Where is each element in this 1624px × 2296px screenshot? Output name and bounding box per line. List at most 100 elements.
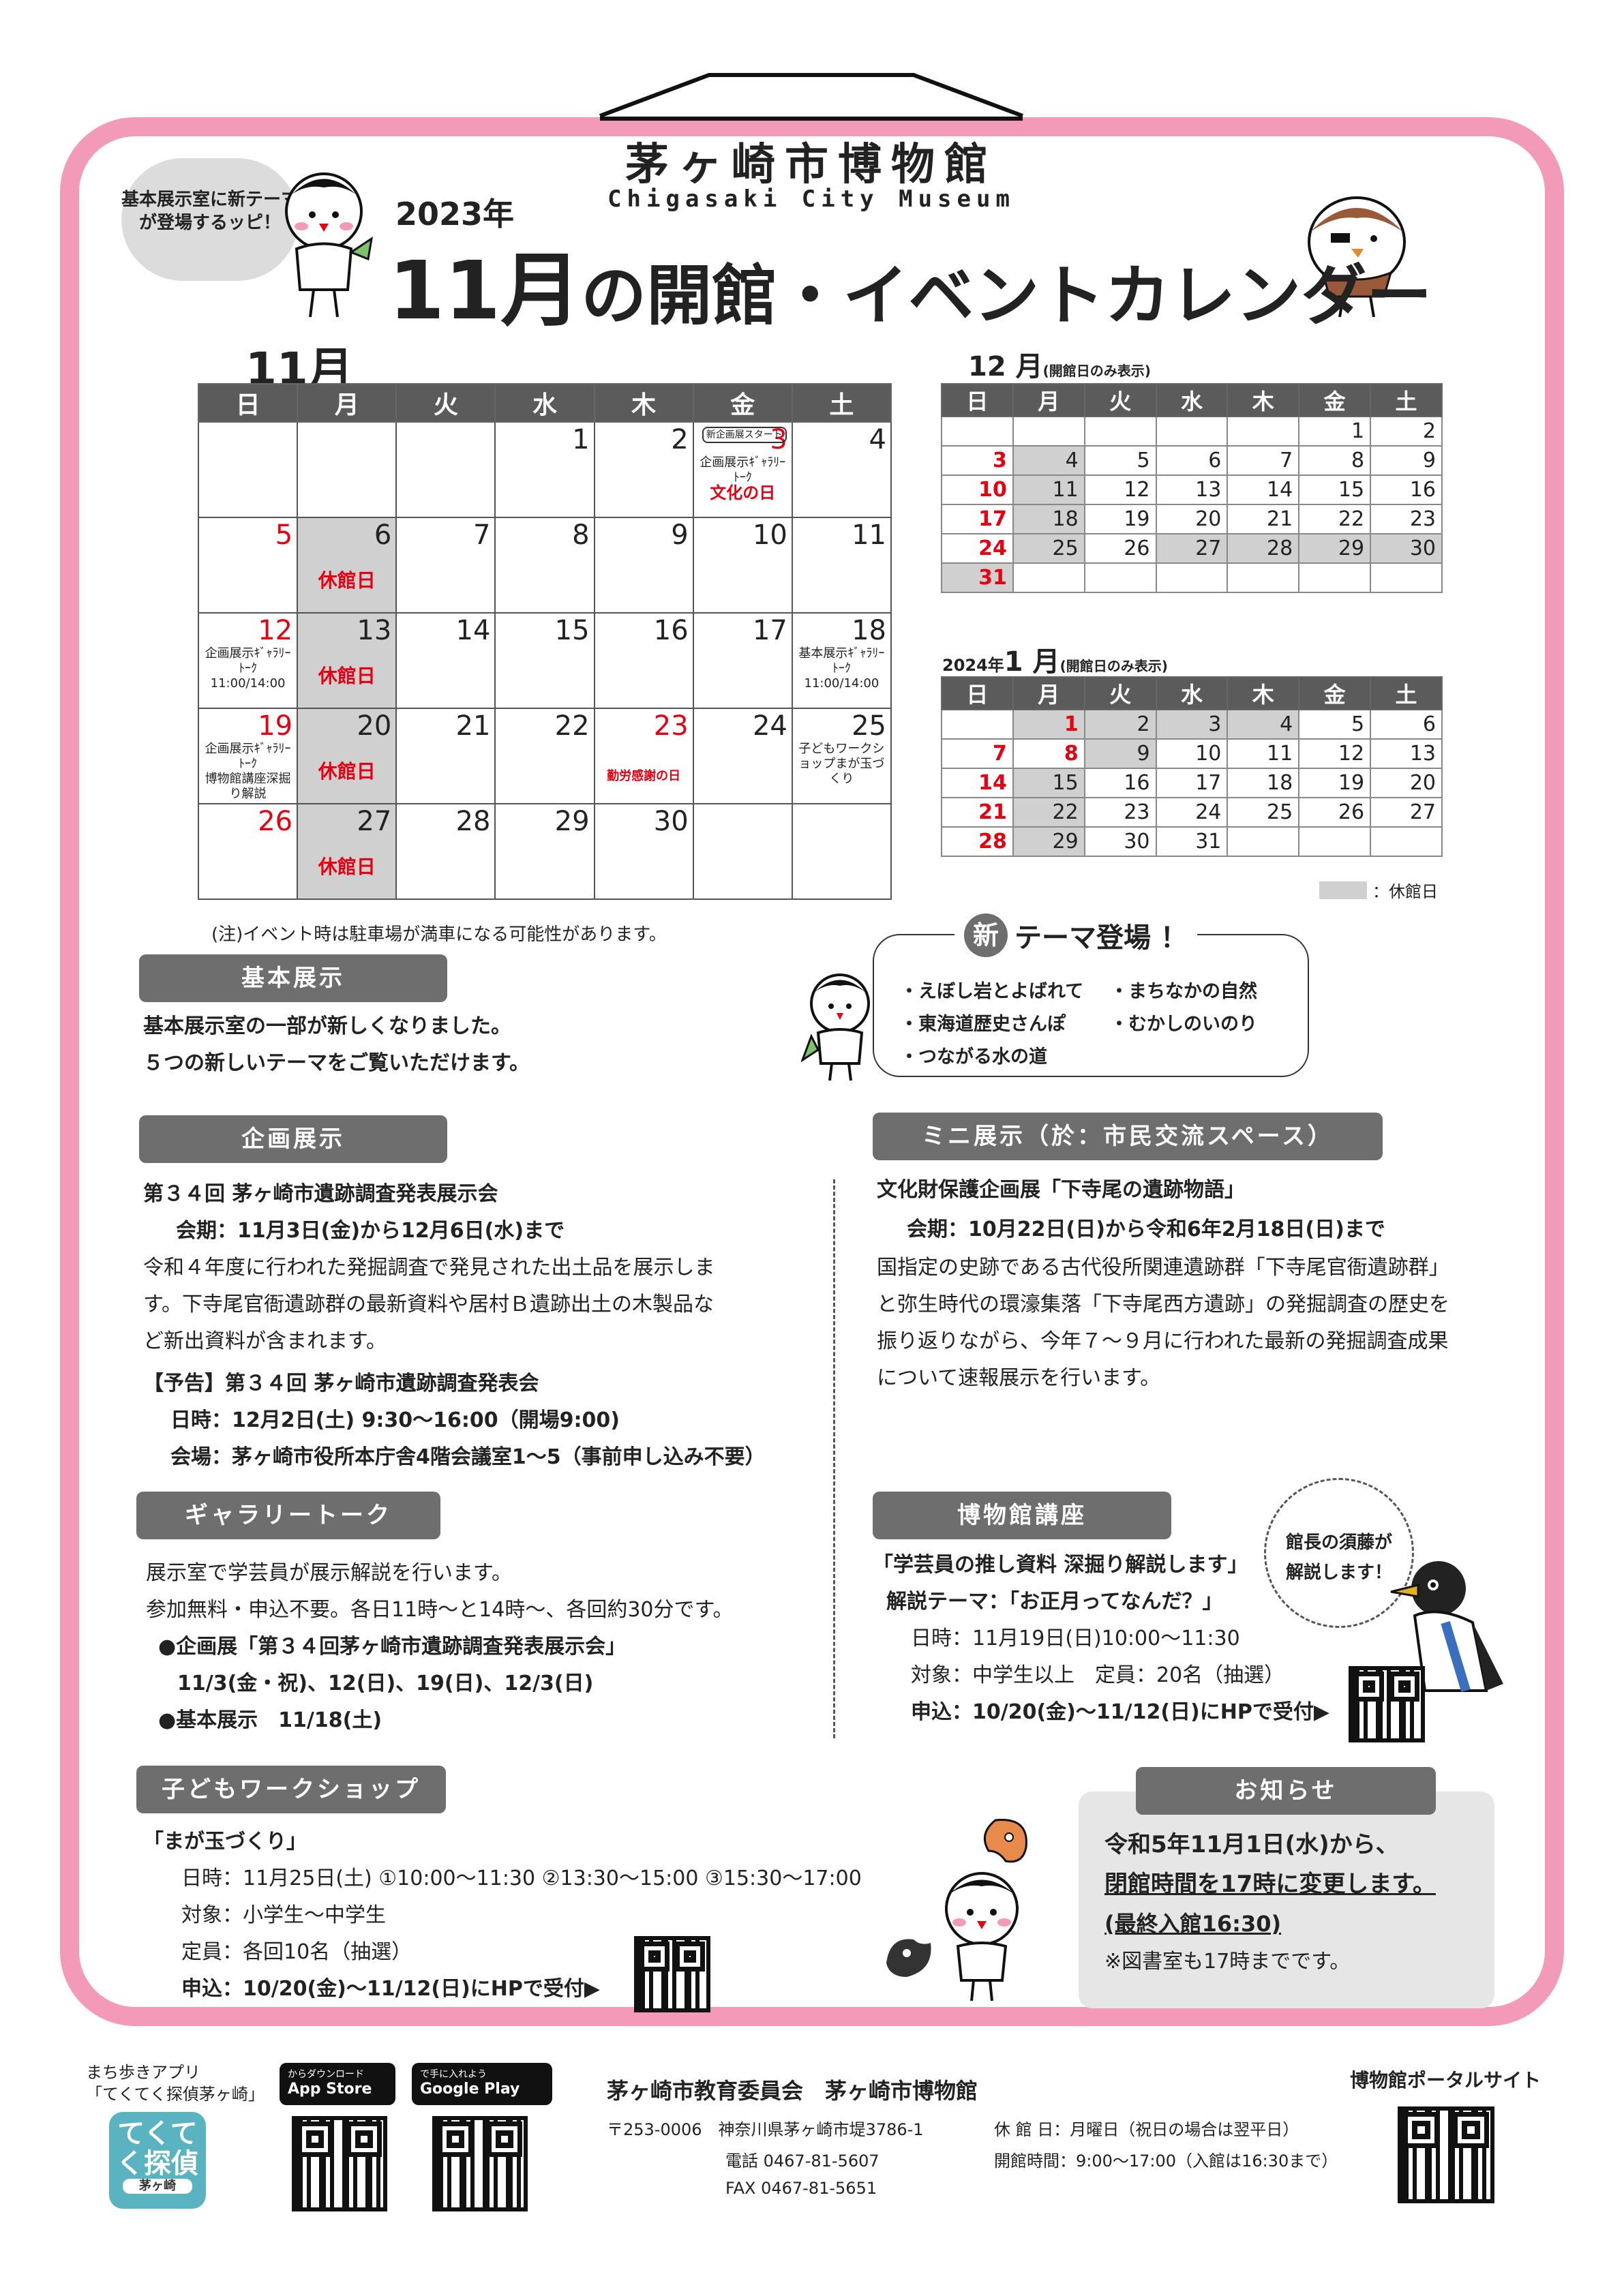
weekday-fri: 金	[1298, 676, 1372, 710]
day-cell: 13	[1370, 738, 1443, 769]
notice-line4: ※図書室も17時までです。	[1104, 1950, 1351, 1974]
day-cell: 1	[1298, 416, 1372, 447]
day-cell	[1370, 562, 1443, 593]
weekday-fri: 金	[1298, 383, 1372, 417]
sparrow-mascot-icon	[1308, 196, 1406, 318]
day-cell: 11	[1227, 738, 1300, 769]
gallery-line1: 展示室で学芸員が展示解説を行います。	[146, 1561, 512, 1585]
day-cell: 10	[692, 517, 793, 614]
day-cell: 2	[1083, 709, 1157, 740]
workshop-apply[interactable]: 申込：10/20(金)～11/12(日)にHPで受付▶	[181, 1977, 600, 2001]
new-badge: 新	[964, 913, 1008, 957]
day-cell	[1012, 562, 1085, 593]
workshop-qr-code[interactable]	[634, 1936, 710, 2012]
planning-desc1: 令和４年度に行われた発掘調査で発見された出土品を展示しま	[143, 1256, 715, 1280]
day-cell: 30	[593, 803, 694, 900]
january-title-text: 1 月	[1004, 646, 1060, 678]
lecture-label: 博物館講座	[873, 1492, 1171, 1539]
theme-item: ・えぼし岩とよばれて	[900, 981, 1084, 1002]
mascot-small-icon	[801, 973, 870, 1081]
gallery-item1-dates: 11/3(金・祝)、12(日)、19(日)、12/3(日)	[177, 1672, 594, 1695]
page-title: 11月の開館・イベントカレンダー	[389, 225, 1432, 342]
tekuteku-app-icon[interactable]: てくてく探偵茅ヶ崎	[109, 2112, 206, 2209]
day-cell: 20	[1370, 768, 1443, 798]
basic-line1: 基本展示室の一部が新しくなりました。	[143, 1014, 511, 1038]
app-icon-text: てくてく探偵	[117, 2118, 198, 2179]
day-cell: 8	[1012, 738, 1085, 769]
google-play-qr-code[interactable]	[432, 2116, 528, 2211]
day-cell: 31	[1155, 826, 1229, 857]
lecture-qr-code[interactable]	[1349, 1666, 1425, 1742]
day-cell: 25	[1012, 533, 1085, 564]
day-cell: 15	[494, 612, 595, 709]
day-cell: 19	[1298, 768, 1372, 798]
december-title: 12 月(開館日のみ表示)	[968, 344, 1151, 384]
day-cell	[297, 421, 397, 518]
preview-date: 日時：12月2日(土) 9:30～16:00（開場9:00)	[170, 1408, 620, 1432]
day-cell	[1298, 562, 1372, 593]
day-cell: 7	[941, 738, 1014, 769]
event-start-badge: 新企画展スタート	[702, 427, 787, 443]
app-store-qr-code[interactable]	[292, 2116, 387, 2211]
notice-line3: (最終入館16:30)	[1104, 1911, 1282, 1937]
day-cell	[1227, 416, 1300, 447]
weekday-thu: 木	[593, 383, 694, 423]
day-cell	[1083, 416, 1157, 447]
closed-legend: ：休館日	[1319, 878, 1438, 902]
day-cell: 21	[1227, 504, 1300, 534]
planning-exhibit-label: 企画展示	[139, 1115, 447, 1163]
planning-title: 第３４回 茅ヶ崎市遺跡調査発表展示会	[143, 1182, 498, 1206]
weekday-mon: 月	[1012, 676, 1085, 710]
lecture-apply[interactable]: 申込：10/20(金)～11/12(日)にHPで受付▶	[911, 1700, 1329, 1724]
day-cell: 5	[1083, 445, 1157, 476]
day-cell: 22	[1298, 504, 1372, 534]
mini-desc4: について速報展示を行います。	[877, 1366, 1161, 1390]
lecture-theme: 解説テーマ：「お正月ってなんだ？」	[886, 1590, 1223, 1614]
day-cell	[1370, 826, 1443, 857]
holiday-label: 文化の日	[710, 483, 776, 502]
holiday-label: 勤労感謝の日	[607, 769, 681, 783]
weekday-tue: 火	[1083, 383, 1157, 417]
day-cell: 27	[1370, 797, 1443, 828]
day-cell: 18	[1227, 768, 1300, 798]
mini-desc1: 国指定の史跡である古代役所関連遺跡群「下寺尾官衙遺跡群」	[877, 1256, 1449, 1280]
portal-qr-code[interactable]	[1398, 2106, 1494, 2203]
day-cell: 21	[395, 708, 496, 804]
app-icon-city: 茅ヶ崎	[123, 2179, 192, 2194]
day-cell: 17	[1155, 768, 1229, 798]
gallery-talk-label: ギャラリートーク	[136, 1492, 440, 1539]
mini-exhibit-label: ミニ展示（於：市民交流スペース）	[873, 1113, 1383, 1160]
closed-swatch	[1319, 881, 1367, 899]
week-row: 31	[941, 562, 1443, 593]
new-theme-heading: テーマ登場 ！	[1014, 922, 1188, 954]
lecture-target: 対象：中学生以上 定員：20名（抽選）	[911, 1663, 1285, 1687]
day-cell: 28	[941, 826, 1014, 857]
director-bird-icon	[1390, 1561, 1503, 1693]
day-cell: 4	[1227, 709, 1300, 740]
mini-period: 会期：10月22日(日)から令和6年2月18日(日)まで	[907, 1218, 1385, 1241]
basic-line2: ５つの新しいテーマをご覧いただけます。	[143, 1051, 530, 1075]
weekday-sun: 日	[197, 383, 299, 423]
gallery-item2: ●基本展示 11/18(土)	[158, 1708, 382, 1732]
day-cell: 28	[395, 803, 496, 900]
day-cell: 22	[1012, 797, 1085, 828]
day-cell: 8	[494, 517, 595, 614]
lecture-date: 日時：11月19日(日)10:00～11:30	[911, 1627, 1240, 1650]
weekday-sat: 土	[791, 383, 892, 423]
weekday-tue: 火	[1083, 676, 1157, 710]
title-rest: の開館・イベントカレンダー	[581, 258, 1432, 334]
portal-caption: 博物館ポータルサイト	[1350, 2069, 1542, 2091]
day-cell: 11	[791, 517, 892, 614]
